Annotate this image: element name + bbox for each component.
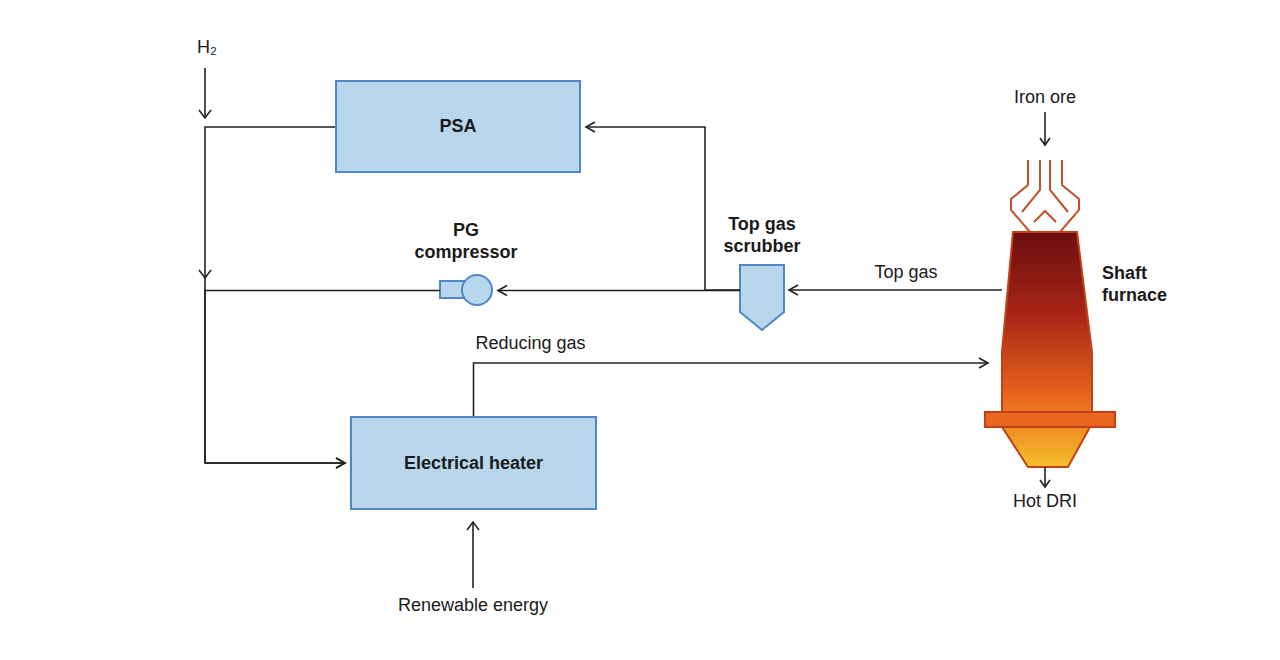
node-label: Shaft furnace xyxy=(1102,262,1197,306)
node-label: PG compressor xyxy=(401,219,531,263)
annotation-label: Iron ore xyxy=(1014,86,1076,108)
node-label: Top gas scrubber xyxy=(697,213,827,257)
compressor-symbol xyxy=(440,275,492,305)
flow-label: Top gas xyxy=(872,261,939,283)
process-box: PSA xyxy=(335,80,581,173)
flow-line xyxy=(498,290,740,292)
node-label: PSA xyxy=(429,116,486,137)
annotation-label: Hot DRI xyxy=(1013,490,1077,512)
feed-arrows xyxy=(199,68,1050,588)
compressor-node: PG compressor xyxy=(440,275,493,306)
flow-line xyxy=(474,363,989,416)
scrubber-symbol xyxy=(740,265,784,330)
process-box: Electrical heater xyxy=(350,416,597,510)
furnace-node: Shaft furnace xyxy=(1002,232,1092,467)
flow-line xyxy=(586,127,740,290)
furnace-shape xyxy=(985,232,1115,467)
furnace-flange xyxy=(985,412,1115,427)
furnace-hopper xyxy=(1011,160,1079,232)
annotation-label: Renewable energy xyxy=(398,594,548,616)
annotation-label: H₂ xyxy=(197,36,217,58)
node-label: Electrical heater xyxy=(394,453,553,474)
flow-line xyxy=(789,289,1002,291)
flow-label: Reducing gas xyxy=(474,332,588,354)
scrubber-node: Top gas scrubber xyxy=(740,265,784,330)
flow-line xyxy=(205,127,345,463)
